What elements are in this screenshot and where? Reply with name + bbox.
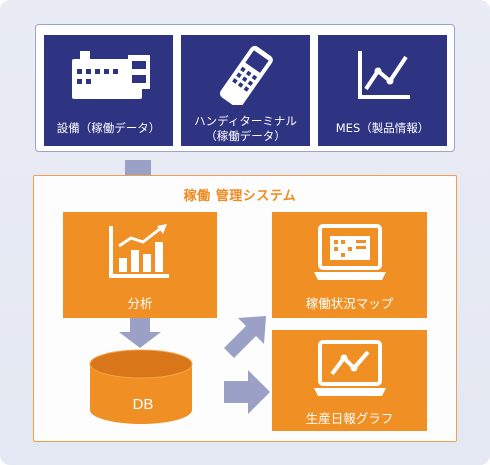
management-system-title: 稼働 管理システム xyxy=(183,189,297,204)
analysis-card: 分析 xyxy=(63,212,217,318)
handheld-terminal-icon xyxy=(219,45,273,105)
mes-source-label: MES（製品情報） xyxy=(335,121,430,135)
data-sources-panel: 設備（稼働データ） ハンディターミナル （稼働データ） MES（製品情報） xyxy=(35,24,455,152)
operation-map-card: 稼働状況マップ xyxy=(272,212,427,318)
db-label: DB xyxy=(132,396,154,413)
handheld-source-card: ハンディターミナル （稼働データ） xyxy=(181,35,310,146)
operation-map-label: 稼働状況マップ xyxy=(305,296,394,311)
analysis-to-db-arrow xyxy=(119,318,161,348)
to-map-arrow xyxy=(224,316,266,358)
laptop-map-icon xyxy=(314,224,386,280)
to-graph-arrow xyxy=(224,370,270,414)
laptop-graph-icon xyxy=(314,340,386,396)
daily-report-graph-card: 生産日報グラフ xyxy=(272,330,427,431)
equipment-source-label: 設備（稼働データ） xyxy=(56,121,161,135)
database-cylinder-icon xyxy=(89,349,193,424)
daily-report-graph-label: 生産日報グラフ xyxy=(305,411,394,426)
factory-building-icon xyxy=(72,51,150,99)
bar-chart-up-icon xyxy=(109,224,169,278)
mes-source-card: MES（製品情報） xyxy=(318,35,447,146)
line-chart-icon xyxy=(358,51,410,99)
analysis-label: 分析 xyxy=(127,296,153,311)
equipment-source-card: 設備（稼働データ） xyxy=(44,35,173,146)
handheld-source-label: ハンディターミナル （稼働データ） xyxy=(194,114,297,143)
